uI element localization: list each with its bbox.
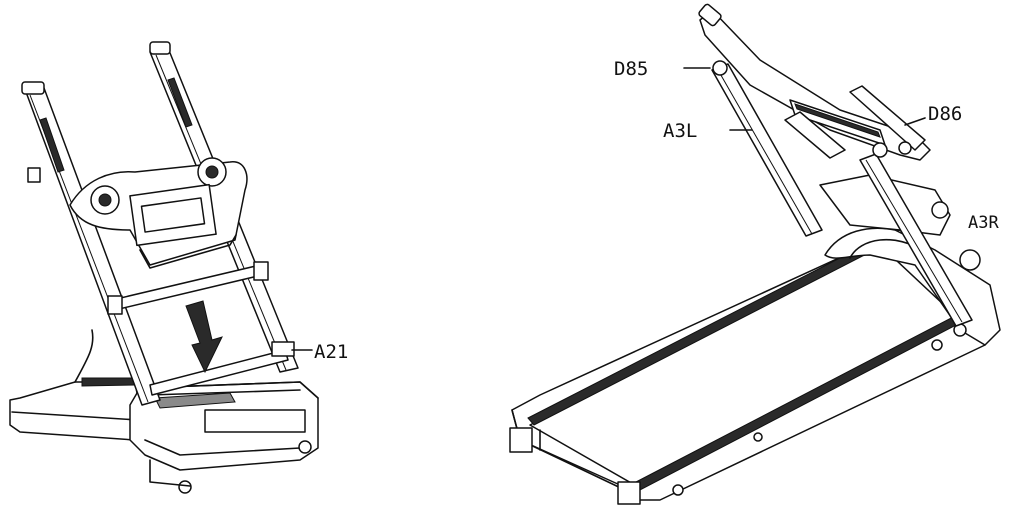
callout-d86: D86 bbox=[928, 103, 962, 125]
callout-a21: A21 bbox=[314, 341, 348, 363]
right-treadmill-figure: D85 A3L D86 A3R bbox=[509, 3, 1001, 505]
callout-a3r: A3R bbox=[968, 213, 999, 233]
callout-a3l: A3L bbox=[663, 120, 697, 142]
callout-d85: D85 bbox=[614, 58, 648, 80]
left-treadmill-figure: A21 bbox=[9, 41, 348, 494]
